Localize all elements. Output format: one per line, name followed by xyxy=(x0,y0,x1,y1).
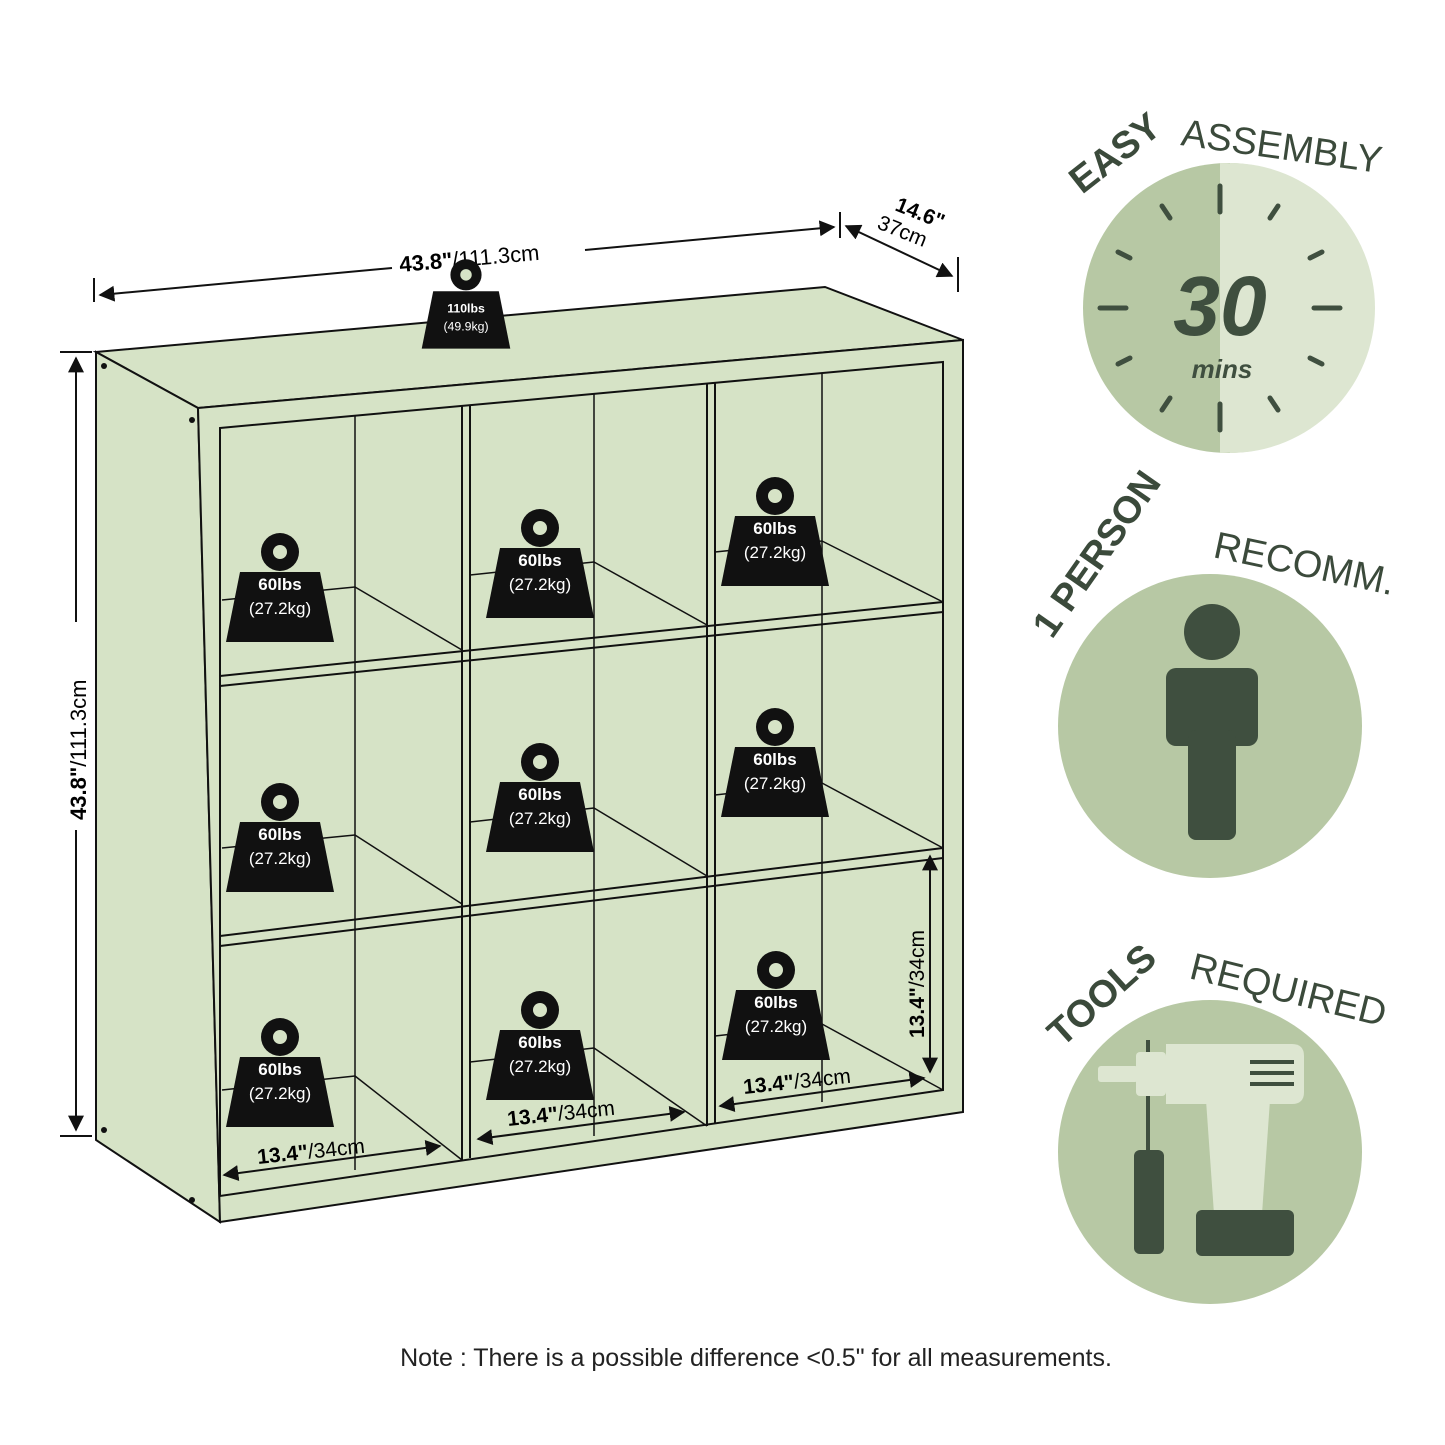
width-bold: 43.8" xyxy=(398,247,453,277)
svg-text:13.4"/34cm: 13.4"/34cm xyxy=(506,1097,616,1131)
weight-icon-cube-2: 60lbs (27.2kg) xyxy=(486,509,594,618)
weight-icon-cube-3: 60lbs (27.2kg) xyxy=(721,477,829,586)
cube-weight-kg: (27.2kg) xyxy=(745,1017,807,1036)
cube-height-bold: 13.4" xyxy=(906,987,929,1038)
dimension-cube-width-1: 13.4"/34cm xyxy=(222,1135,442,1182)
clock-ticks-icon xyxy=(1097,183,1343,433)
cube-weight-kg: (27.2kg) xyxy=(744,543,806,562)
dimension-cube-width-2: 13.4"/34cm xyxy=(476,1097,686,1146)
cube-weight-lbs: 60lbs xyxy=(753,750,796,769)
cube-weight-kg: (27.2kg) xyxy=(509,1057,571,1076)
assembly-time: 30 xyxy=(1173,259,1266,353)
measurement-note: Note : There is a possible difference <0… xyxy=(400,1344,1112,1372)
weight-icon-top: 110lbs (49.9kg) xyxy=(421,259,511,349)
cube-weight-lbs: 60lbs xyxy=(518,1033,561,1052)
cube-weight-kg: (27.2kg) xyxy=(509,809,571,828)
cube-height-metric: /34cm xyxy=(906,930,929,987)
weight-icon-cube-1: 60lbs (27.2kg) xyxy=(226,533,334,642)
dimension-cube-width-3: 13.4"/34cm xyxy=(718,1065,926,1112)
easy-assembly-badge: 30 mins EASY ASSEMBLY xyxy=(1062,105,1385,453)
cube-weight-kg: (27.2kg) xyxy=(249,1084,311,1103)
svg-text:13.4"/34cm: 13.4"/34cm xyxy=(256,1135,366,1169)
weight-icon-cube-4: 60lbs (27.2kg) xyxy=(226,783,334,892)
cube-weight-lbs: 60lbs xyxy=(753,519,796,538)
weight-icon-cube-6: 60lbs (27.2kg) xyxy=(721,708,829,817)
weight-icon-cube-8: 60lbs (27.2kg) xyxy=(486,991,594,1100)
assembly-unit: mins xyxy=(1192,354,1253,384)
tools-required-badge: TOOLS REQUIRED xyxy=(1040,936,1391,1304)
person-icon xyxy=(1166,604,1258,840)
svg-text:13.4"/34cm: 13.4"/34cm xyxy=(906,930,929,1038)
cube-weight-lbs: 60lbs xyxy=(754,993,797,1012)
weight-icon-cube-9: 60lbs (27.2kg) xyxy=(722,951,830,1060)
one-person-badge: 1 PERSON RECOMM. xyxy=(1025,464,1399,878)
top-weight-kg: (49.9kg) xyxy=(443,320,488,334)
height-metric: /111.3cm xyxy=(66,680,91,767)
cube-weight-lbs: 60lbs xyxy=(518,785,561,804)
cube-weight-kg: (27.2kg) xyxy=(249,849,311,868)
svg-text:43.8"/111.3cm: 43.8"/111.3cm xyxy=(66,680,91,820)
cube-weight-lbs: 60lbs xyxy=(258,1060,301,1079)
dimension-depth: 14.6" 37cm xyxy=(844,193,959,292)
height-bold: 43.8" xyxy=(66,767,91,820)
weight-icon-cube-7: 60lbs (27.2kg) xyxy=(226,1018,334,1127)
top-weight-lbs: 110lbs xyxy=(447,302,485,316)
cube-weight-kg: (27.2kg) xyxy=(249,599,311,618)
cube-weight-badges: 60lbs(27.2kg)60lbs(27.2kg)60lbs(27.2kg)6… xyxy=(226,477,830,1127)
cube-weight-lbs: 60lbs xyxy=(258,575,301,594)
cube-weight-lbs: 60lbs xyxy=(518,551,561,570)
dimension-height: 43.8"/111.3cm xyxy=(60,351,92,1137)
cube-weight-lbs: 60lbs xyxy=(258,825,301,844)
dimension-cube-height: 13.4"/34cm xyxy=(906,854,938,1074)
weight-icon-cube-5: 60lbs (27.2kg) xyxy=(486,743,594,852)
power-drill-icon xyxy=(1098,1044,1304,1256)
cube-weight-kg: (27.2kg) xyxy=(744,774,806,793)
cube-weight-kg: (27.2kg) xyxy=(509,575,571,594)
